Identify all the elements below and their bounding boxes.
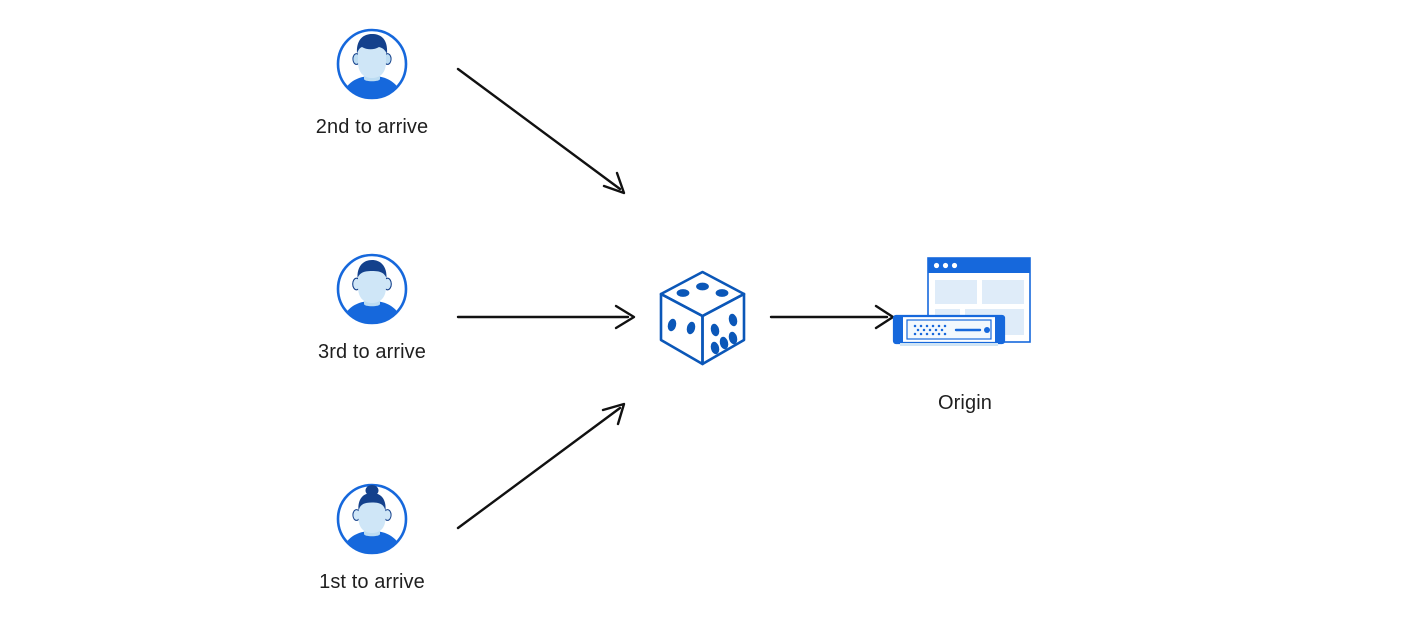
node-origin[interactable]: Origin <box>885 252 1045 416</box>
user-avatar-icon <box>336 483 408 555</box>
user-avatar-icon <box>336 253 408 325</box>
server-device-icon <box>892 314 1005 346</box>
node-person-1st[interactable]: 1st to arrive <box>292 481 452 595</box>
edge-2nd-to-dice <box>456 67 626 195</box>
node-person-3rd[interactable]: 3rd to arrive <box>292 251 452 365</box>
origin-server-icon <box>892 257 1031 346</box>
node-label-person-1st: 1st to arrive <box>319 571 425 593</box>
edge-3rd-to-dice <box>456 304 636 330</box>
node-dice[interactable] <box>655 268 750 368</box>
edge-1st-to-dice <box>456 402 626 530</box>
dice-icon <box>659 270 746 366</box>
node-label-origin: Origin <box>938 392 992 414</box>
user-avatar-icon <box>336 28 408 100</box>
edge-dice-to-origin <box>769 304 895 330</box>
node-label-person-3rd: 3rd to arrive <box>317 341 426 363</box>
node-label-person-2nd: 2nd to arrive <box>315 116 429 138</box>
node-person-2nd[interactable]: 2nd to arrive <box>292 26 452 140</box>
